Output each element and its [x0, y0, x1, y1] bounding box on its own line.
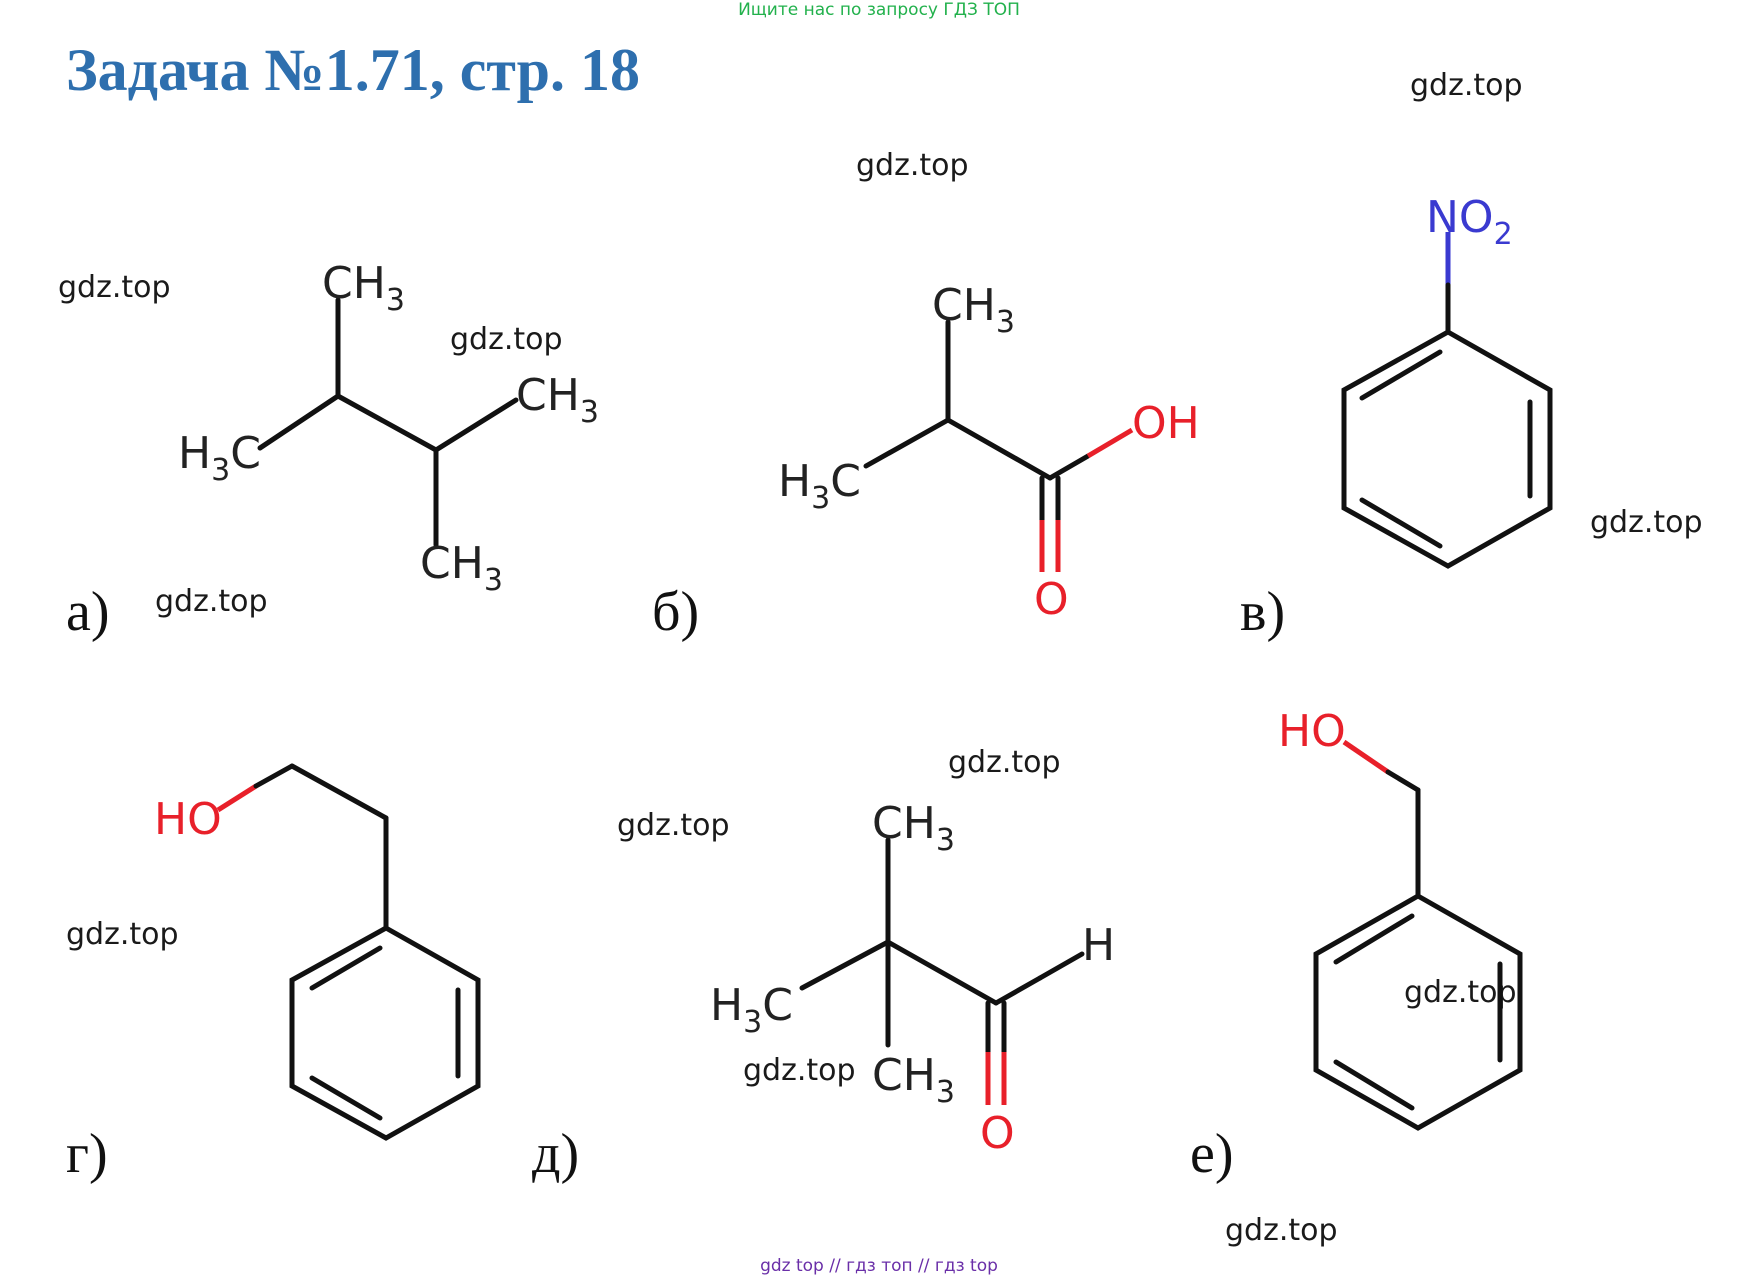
atom-label: H3C: [178, 428, 261, 488]
search-banner: Ищите нас по запросу ГДЗ ТОП: [738, 0, 1020, 20]
atom-label: CH3: [932, 280, 1015, 340]
atom-label: CH3: [872, 798, 955, 858]
item-label-a: а): [66, 581, 110, 643]
atom-label: O: [980, 1108, 1015, 1159]
watermark: gdz.top: [1590, 505, 1703, 540]
item-label-e: е): [1190, 1123, 1234, 1185]
atom-label: CH3: [420, 538, 503, 598]
watermark: gdz.top: [617, 808, 730, 843]
watermark: gdz.top: [155, 584, 268, 619]
atom-label: H3C: [778, 456, 861, 516]
watermark: gdz.top: [66, 917, 179, 952]
item-label-g: г): [66, 1123, 108, 1185]
watermark: gdz.top: [856, 148, 969, 183]
atom-label: HO: [1278, 706, 1346, 757]
watermark: gdz.top: [743, 1053, 856, 1088]
watermark: gdz.top: [1410, 68, 1523, 103]
page-title: Задача №1.71, стр. 18: [66, 37, 640, 103]
atom-label: CH3: [516, 370, 599, 430]
atom-label: CH3: [322, 258, 405, 318]
atom-label: NO2: [1426, 192, 1513, 252]
watermark: gdz.top: [450, 322, 563, 357]
watermark: gdz.top: [948, 745, 1061, 780]
atom-label: HO: [154, 794, 222, 845]
atom-label: CH3: [872, 1050, 955, 1110]
item-label-d: д): [532, 1123, 580, 1185]
item-label-b: б): [652, 581, 700, 643]
atom-label: H: [1082, 920, 1115, 971]
footer-links: gdz top // гдз топ // гдз top: [760, 1256, 998, 1276]
atom-label: H3C: [710, 980, 793, 1040]
atom-label: OH: [1132, 398, 1200, 449]
watermark: gdz.top: [1225, 1213, 1338, 1248]
atom-label: O: [1034, 574, 1069, 625]
item-label-v: в): [1240, 581, 1286, 643]
watermark: gdz.top: [58, 270, 171, 305]
